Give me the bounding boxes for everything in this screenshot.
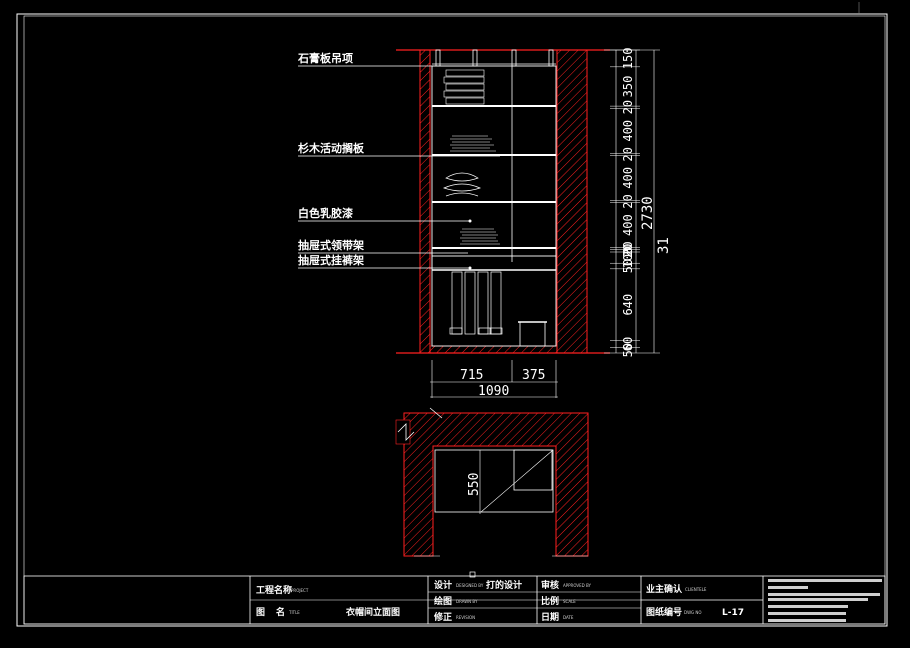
cabinet-body bbox=[431, 65, 557, 347]
storage-box bbox=[519, 321, 546, 347]
tb-number-sub: DWG NO bbox=[684, 610, 702, 615]
plan-wall-break bbox=[395, 419, 411, 445]
tb-center-marker bbox=[469, 571, 476, 578]
tb-title-sub: TITLE bbox=[288, 610, 300, 615]
dim-width-715: 715 bbox=[460, 368, 483, 383]
vertical-dim-value: 20 bbox=[621, 147, 635, 161]
outer-frame bbox=[16, 13, 888, 627]
elevation-view: 石膏板吊项 杉木活动搁板 白色乳胶漆 抽屉式领带架 抽屉式挂裤架 150 350 2… bbox=[297, 48, 672, 399]
tb-number-value: L-17 bbox=[722, 608, 744, 618]
stacked-sweaters bbox=[460, 228, 500, 245]
tb-revise-sub: REVISION bbox=[456, 615, 475, 620]
plan-hanging-zone bbox=[434, 449, 554, 513]
vertical-dimension-ticks bbox=[610, 49, 640, 348]
tb-number-label: 图纸编号 bbox=[646, 606, 682, 618]
vertical-dimension-lines bbox=[604, 49, 660, 354]
leader-dot-latex bbox=[468, 219, 472, 223]
tb-client-label: 业主确认 bbox=[646, 583, 683, 595]
plan-view: 550 bbox=[395, 407, 589, 557]
tb-approve-label: 审核 bbox=[541, 579, 559, 591]
inner-frame bbox=[23, 15, 886, 625]
tb-title-label: 图 bbox=[256, 607, 265, 618]
vertical-dim-value: 50 bbox=[621, 343, 635, 357]
label-trouser-rack: 抽屉式挂裤架 bbox=[298, 253, 364, 267]
folded-clothes-top bbox=[443, 69, 485, 105]
tb-approve-sub: APPROVED BY bbox=[563, 583, 592, 588]
label-fir-shelf: 杉木活动搁板 bbox=[298, 141, 365, 155]
dim-wall-height: 31 bbox=[656, 237, 672, 254]
vertical-dim-value: 50 bbox=[621, 259, 635, 273]
vertical-dim-value: 20 bbox=[621, 100, 635, 114]
vertical-dim-value: 20 bbox=[621, 194, 635, 208]
plan-break-mark bbox=[397, 423, 415, 441]
tb-revise-label: 修正 bbox=[433, 611, 452, 623]
title-block: 工程名称 PROJECT 图 名 TITLE 衣帽间立面图 设计 DESIGNE… bbox=[23, 571, 886, 625]
left-wall bbox=[419, 49, 431, 354]
vertical-dim-value: 400 bbox=[621, 214, 635, 236]
vertical-dim-value: 20 bbox=[621, 244, 635, 258]
tb-scale-label: 比例 bbox=[541, 595, 559, 607]
tb-client-sub: CLIENTELE bbox=[685, 587, 707, 592]
stacked-shirts bbox=[450, 135, 496, 152]
vertical-dim-value: 60 bbox=[621, 337, 635, 351]
tie-drawer bbox=[431, 247, 557, 257]
plan-shelf-zone bbox=[513, 449, 553, 491]
tb-date-label: 日期 bbox=[541, 611, 559, 623]
plan-wall bbox=[403, 412, 589, 557]
dim-width-375: 375 bbox=[522, 368, 545, 383]
leader-dot-rack bbox=[468, 266, 472, 270]
folded-items-mid bbox=[443, 172, 481, 197]
tb-date-sub: DATE bbox=[563, 615, 574, 620]
dim-total-width: 1090 bbox=[478, 384, 509, 399]
tb-draw-label: 绘图 bbox=[434, 595, 452, 607]
ceiling-hangers bbox=[432, 49, 556, 67]
hanging-trousers bbox=[449, 271, 503, 335]
vertical-dim-value: 400 bbox=[621, 120, 635, 142]
tb-scale-sub: SCALE bbox=[563, 599, 576, 604]
vertical-dim-value: 400 bbox=[621, 167, 635, 189]
vertical-dim-value: 150 bbox=[621, 48, 635, 70]
tb-title-label2: 名 bbox=[276, 606, 285, 618]
tb-design-label: 设计 bbox=[434, 579, 452, 591]
vertical-dim-value: 640 bbox=[621, 294, 635, 316]
floor-base bbox=[429, 345, 558, 354]
tb-project-sub: PROJECT bbox=[291, 588, 309, 593]
tb-drawing-name: 衣帽间立面图 bbox=[346, 606, 400, 618]
dim-plan-depth: 550 bbox=[467, 473, 482, 496]
tb-designer: 打的设计 bbox=[486, 579, 522, 591]
vertical-dim-value: 100 bbox=[621, 247, 635, 269]
tb-project-label: 工程名称 bbox=[256, 584, 292, 596]
vertical-dim-value: 20 bbox=[621, 241, 635, 255]
tb-design-sub: DESIGNED BY bbox=[456, 583, 484, 588]
label-tie-rack: 抽屉式领带架 bbox=[298, 238, 364, 252]
label-gypsum-ceiling: 石膏板吊项 bbox=[297, 51, 353, 65]
horizontal-dimension-lines bbox=[430, 360, 558, 398]
vertical-dim-value: 350 bbox=[621, 76, 635, 98]
dim-total-height: 2730 bbox=[640, 196, 656, 230]
label-latex-paint: 白色乳胶漆 bbox=[298, 206, 353, 220]
right-wall bbox=[556, 49, 588, 354]
plan-section-marker bbox=[429, 407, 443, 419]
leader-lines bbox=[298, 65, 500, 269]
plan-door-swing bbox=[480, 449, 554, 513]
tb-draw-sub: DRAWN BY bbox=[456, 599, 478, 604]
tb-notes-panel bbox=[768, 579, 882, 622]
title-block-frame bbox=[23, 575, 886, 625]
